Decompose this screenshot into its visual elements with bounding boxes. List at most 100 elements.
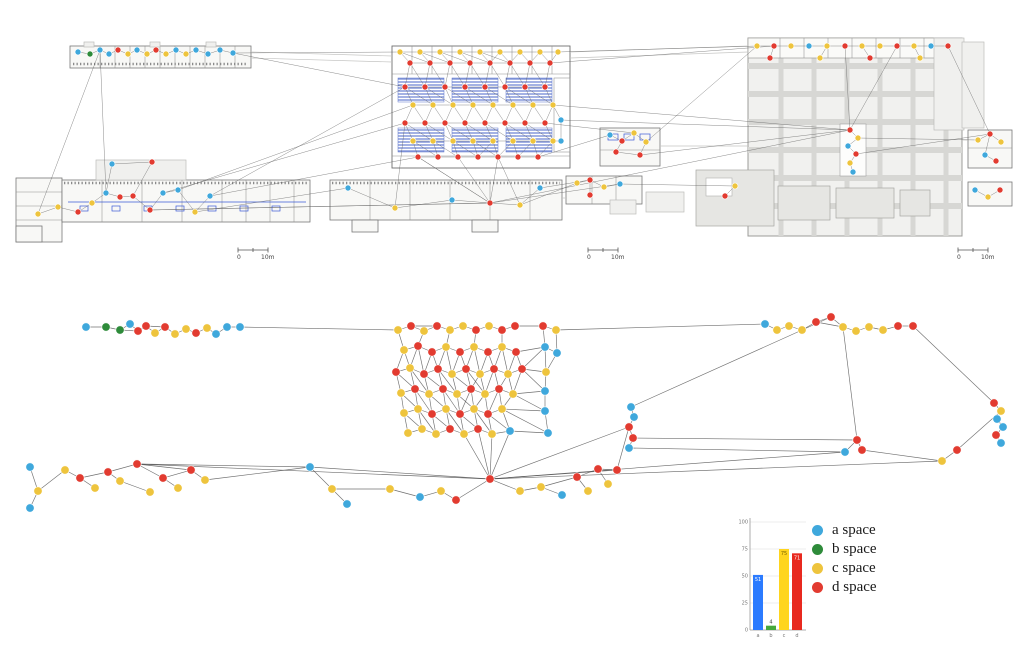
x-category-label: c — [783, 633, 786, 639]
space-node-c — [484, 321, 494, 331]
edge-line — [504, 86, 534, 106]
space-node-a — [81, 322, 91, 332]
edge-line — [105, 163, 113, 194]
space-node-c — [583, 486, 593, 496]
edge-line — [489, 451, 846, 480]
space-node-d — [586, 191, 594, 199]
plan-space-nodes — [34, 42, 1005, 218]
space-node-c — [784, 321, 794, 331]
space-node-a — [629, 412, 639, 422]
edge-line — [489, 183, 621, 204]
space-node-d — [141, 321, 151, 331]
space-node-a — [992, 414, 1002, 424]
edge-line — [209, 86, 406, 197]
edge-line — [452, 140, 479, 158]
space-node-c — [469, 404, 479, 414]
space-node-c — [424, 389, 434, 399]
space-node-d — [721, 192, 729, 200]
legend-label: a space — [832, 522, 876, 538]
space-node-a — [805, 42, 813, 50]
edge-line — [414, 388, 433, 415]
legend-label: c space — [832, 560, 876, 576]
edge-line — [555, 323, 766, 331]
space-node-d — [461, 83, 469, 91]
y-tick-label: 50 — [742, 574, 748, 580]
space-node-d — [461, 119, 469, 127]
space-node-c — [469, 137, 477, 145]
edge-line — [452, 104, 466, 124]
edge-line — [37, 206, 59, 215]
space-node-a — [105, 50, 113, 58]
network-edges — [29, 316, 1004, 509]
space-node-a — [543, 428, 553, 438]
space-node-a — [74, 48, 82, 56]
space-node-c — [554, 48, 562, 56]
edge-line — [544, 122, 635, 134]
edge-line — [484, 62, 491, 88]
edge-line — [439, 51, 471, 64]
space-node-c — [509, 101, 517, 109]
edge-line — [857, 137, 979, 141]
space-node-d — [991, 430, 1001, 440]
edge-line — [844, 45, 851, 131]
y-tick-label: 75 — [742, 547, 748, 553]
scale-bar: 0 10m — [587, 247, 625, 261]
space-node-d — [992, 157, 1000, 165]
edge-line — [404, 86, 434, 106]
space-node-c — [202, 323, 212, 333]
space-node-d — [148, 158, 156, 166]
edge-line — [560, 119, 851, 131]
space-node-b — [86, 50, 94, 58]
space-node-d — [494, 384, 504, 394]
space-node-c — [536, 482, 546, 492]
space-node-a — [606, 131, 614, 139]
space-node-d — [893, 321, 903, 331]
space-node-c — [145, 487, 155, 497]
edge-line — [424, 86, 454, 106]
space-node-c — [864, 322, 874, 332]
space-node-d — [494, 153, 502, 161]
edge-line — [469, 62, 486, 88]
space-node-a — [174, 186, 182, 194]
space-node-c — [603, 479, 613, 489]
space-node-d — [406, 59, 414, 67]
space-node-c — [503, 369, 513, 379]
space-node-d — [636, 151, 644, 159]
bar-b — [766, 625, 776, 630]
space-node-d — [421, 119, 429, 127]
edge-line — [619, 183, 736, 187]
space-node-d — [612, 148, 620, 156]
space-node-d — [486, 59, 494, 67]
space-node-a — [204, 50, 212, 58]
space-node-c — [445, 325, 455, 335]
space-node-c — [480, 389, 490, 399]
edge-line — [455, 478, 491, 501]
bar-a — [753, 574, 763, 630]
edge-line — [404, 122, 434, 142]
space-node-d — [434, 153, 442, 161]
edge-line — [424, 122, 454, 142]
edge-line — [557, 45, 758, 53]
edge-line — [849, 45, 898, 131]
edge-line — [615, 151, 641, 156]
space-node-d — [989, 398, 999, 408]
space-node-c — [797, 325, 807, 335]
edge-line — [394, 122, 406, 209]
bar-value-label: 51 — [755, 577, 761, 583]
space-node-a — [229, 49, 237, 57]
building-c-plan — [391, 45, 571, 169]
edge-line — [842, 326, 858, 441]
space-node-d — [455, 409, 465, 419]
space-node-c — [143, 50, 151, 58]
bar-value-label: 75 — [781, 551, 787, 557]
space-node-c — [541, 367, 551, 377]
edge-line — [177, 189, 196, 213]
edge-line — [484, 86, 514, 106]
edge-line — [489, 430, 511, 480]
space-node-d — [433, 364, 443, 374]
network-nodes — [25, 312, 1008, 513]
space-node-b — [115, 325, 125, 335]
edge-line — [544, 62, 551, 88]
